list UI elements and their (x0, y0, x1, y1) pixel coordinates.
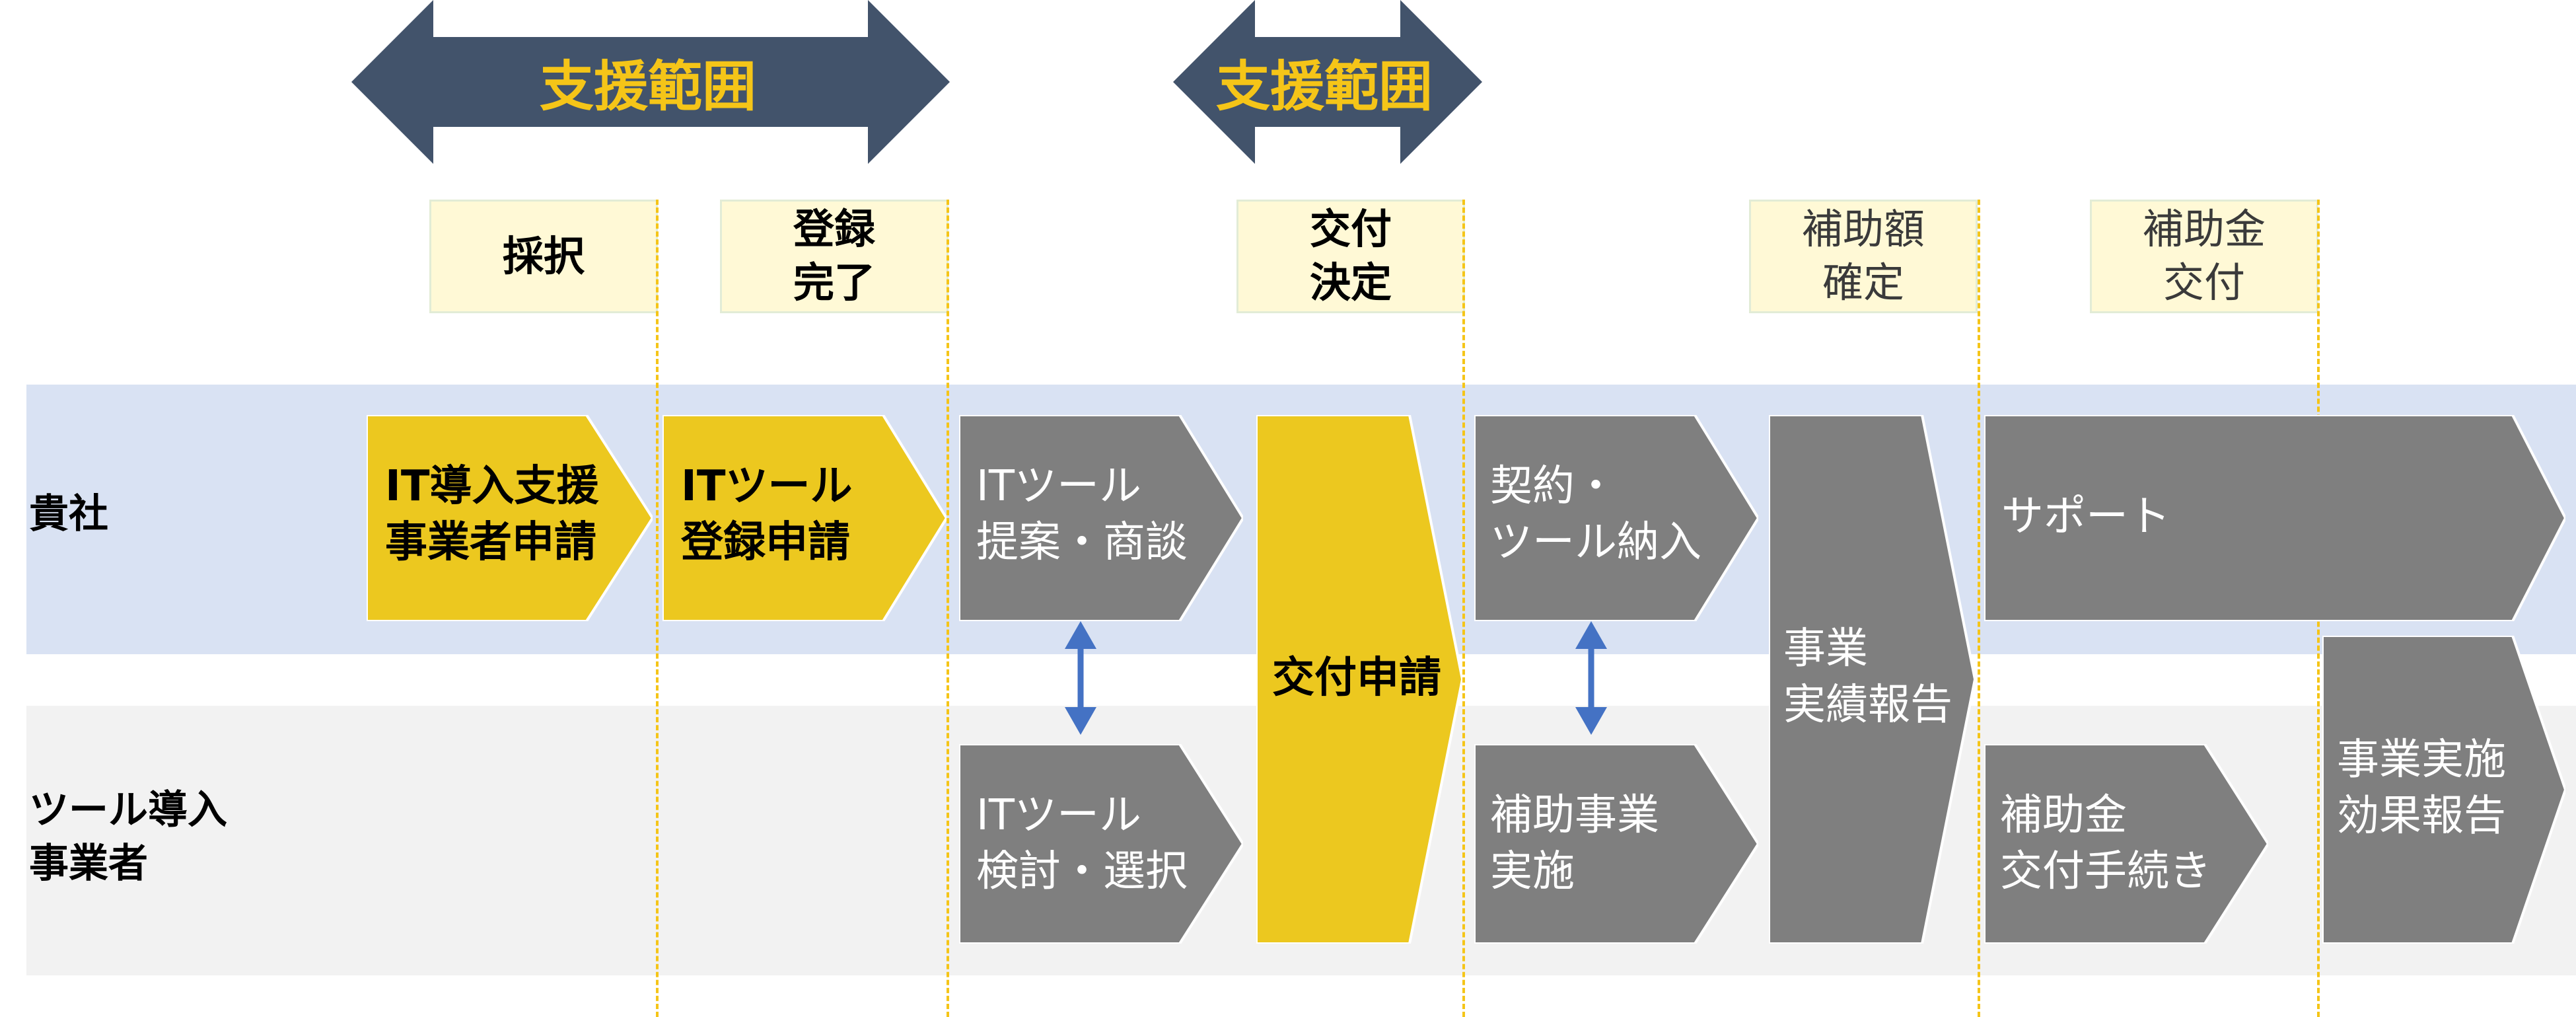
step-grant-procedure-label: 補助金 交付手続き (2000, 791, 2211, 897)
step-support-label: サポート (2001, 492, 2170, 541)
timeline-divider-2 (947, 200, 949, 1017)
support-range-label-1: 支援範囲 (540, 56, 757, 118)
row-label-vendor: ツール導入 事業者 (29, 787, 227, 887)
milestone-hojogaku-kakutei: 補助額 確定 (1749, 200, 1978, 313)
step-performance-report-label: 事業 実績報告 (1783, 624, 1952, 730)
support-range-banner-2: 支援範囲 (1173, 0, 1482, 164)
step-tool-proposal: ITツール 提案・商談 (959, 415, 1243, 621)
support-range-banner-1: 支援範囲 (351, 0, 950, 164)
milestone-hojokin-koufu: 補助金 交付 (2090, 200, 2318, 313)
timeline-divider-4 (1978, 200, 1980, 1017)
step-performance-report: 事業 実績報告 (1769, 415, 1975, 944)
support-range-label-2: 支援範囲 (1216, 56, 1433, 118)
bidirectional-arrow-icon-1 (1062, 621, 1099, 735)
step-subsidy-project: 補助事業 実施 (1474, 744, 1758, 944)
step-tool-selection-label: ITツール 検討・選択 (976, 791, 1188, 897)
step-support: サポート (1984, 415, 2565, 621)
step-tool-proposal-label: ITツール 提案・商談 (976, 462, 1188, 568)
step-tool-registration-label: ITツール 登録申請 (681, 462, 853, 568)
step-grant-procedure: 補助金 交付手続き (1984, 744, 2268, 944)
step-tool-selection: ITツール 検討・選択 (959, 744, 1243, 944)
row-label-company: 貴社 (29, 491, 108, 537)
milestone-touroku-kanryo: 登録 完了 (720, 200, 948, 313)
step-grant-application-label: 交付申請 (1272, 654, 1441, 702)
milestone-saitaku: 採択 (429, 200, 658, 313)
bidirectional-arrow-icon-2 (1573, 621, 1610, 735)
step-tool-registration: ITツール 登録申請 (662, 415, 947, 621)
step-subsidy-project-label: 補助事業 実施 (1490, 791, 1659, 897)
timeline-divider-1 (656, 200, 659, 1017)
step-contract-delivery: 契約・ ツール納入 (1474, 415, 1758, 621)
milestone-koufu-kettei: 交付 決定 (1236, 200, 1465, 313)
step-effect-report: 事業実施 効果報告 (2322, 636, 2565, 944)
step-vendor-application: IT導入支援 事業者申請 (367, 415, 653, 621)
step-contract-delivery-label: 契約・ ツール納入 (1490, 462, 1701, 568)
step-effect-report-label: 事業実施 効果報告 (2337, 735, 2506, 841)
timeline-divider-3 (1462, 200, 1465, 1017)
step-vendor-application-label: IT導入支援 事業者申請 (385, 462, 599, 568)
step-grant-application: 交付申請 (1256, 415, 1462, 944)
